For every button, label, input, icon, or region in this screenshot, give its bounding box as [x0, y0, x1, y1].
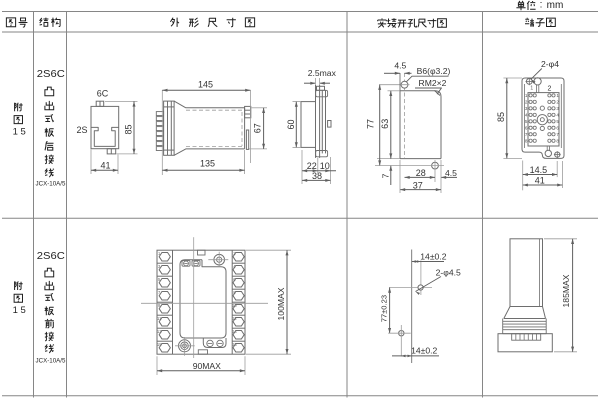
- svg-text:13: 13: [157, 329, 162, 334]
- svg-text:2: 2: [233, 251, 236, 256]
- svg-text:6: 6: [556, 125, 559, 130]
- svg-text:14±0.2: 14±0.2: [411, 346, 437, 356]
- svg-text:38: 38: [312, 171, 322, 181]
- svg-text:10: 10: [232, 303, 237, 308]
- svg-text:28: 28: [416, 168, 426, 178]
- svg-text:67: 67: [253, 123, 263, 133]
- svg-text:2S6C: 2S6C: [37, 68, 65, 80]
- svg-text:2S6C: 2S6C: [37, 250, 65, 262]
- svg-text:8: 8: [556, 138, 559, 143]
- svg-text:11: 11: [157, 316, 162, 321]
- svg-text:B6(φ3.2): B6(φ3.2): [417, 66, 451, 76]
- svg-text:1 5: 1 5: [13, 305, 26, 316]
- svg-text:145: 145: [198, 79, 213, 89]
- svg-text:4.5: 4.5: [445, 168, 457, 178]
- svg-text:7: 7: [525, 132, 528, 137]
- svg-text:2: 2: [548, 86, 552, 93]
- svg-text:6C: 6C: [97, 89, 109, 99]
- svg-text:8: 8: [525, 138, 528, 143]
- svg-text:41: 41: [535, 175, 545, 185]
- svg-text:14±0.2: 14±0.2: [420, 252, 446, 262]
- svg-text:22: 22: [307, 161, 317, 171]
- svg-text:85: 85: [496, 112, 506, 122]
- svg-text:2: 2: [525, 99, 528, 104]
- svg-text:3: 3: [525, 106, 528, 111]
- svg-text:6: 6: [233, 277, 236, 282]
- svg-text:37: 37: [413, 181, 423, 191]
- svg-text:90MAX: 90MAX: [193, 361, 221, 371]
- svg-text:15: 15: [157, 342, 162, 347]
- svg-text:2: 2: [556, 99, 559, 104]
- svg-text:5: 5: [556, 119, 559, 124]
- svg-text:185MAX: 185MAX: [561, 274, 571, 307]
- svg-text:JCX-10A/5: JCX-10A/5: [36, 357, 66, 364]
- svg-text:14: 14: [232, 329, 237, 334]
- svg-text:4: 4: [525, 112, 528, 117]
- svg-text:100MAX: 100MAX: [276, 287, 286, 320]
- svg-text:77: 77: [366, 119, 376, 129]
- svg-text:1: 1: [525, 93, 528, 98]
- svg-text:7: 7: [556, 132, 559, 137]
- svg-text:JCX-10A/5: JCX-10A/5: [36, 181, 66, 188]
- svg-text:14.5: 14.5: [530, 165, 548, 175]
- svg-text:85: 85: [123, 124, 133, 134]
- svg-text:1: 1: [158, 251, 161, 256]
- svg-text:5: 5: [525, 119, 528, 124]
- svg-text:5: 5: [158, 277, 161, 282]
- svg-text:4: 4: [233, 264, 236, 269]
- svg-text:3: 3: [556, 106, 559, 111]
- svg-text:2.5max: 2.5max: [308, 68, 337, 78]
- svg-text:mm: mm: [547, 0, 564, 11]
- svg-text:1: 1: [530, 86, 533, 92]
- svg-text:9: 9: [158, 303, 161, 308]
- svg-text:7: 7: [158, 290, 161, 295]
- svg-text:RM2×2: RM2×2: [419, 78, 447, 88]
- svg-text:16: 16: [232, 342, 237, 347]
- svg-text:2S: 2S: [76, 125, 87, 135]
- svg-text:135: 135: [200, 158, 215, 168]
- svg-text::: :: [540, 0, 543, 11]
- svg-text:77±0.23: 77±0.23: [380, 295, 389, 322]
- svg-text:1 5: 1 5: [13, 127, 26, 138]
- svg-text:12: 12: [232, 316, 237, 321]
- svg-text:60: 60: [286, 119, 296, 129]
- svg-text:8: 8: [233, 290, 236, 295]
- svg-text:6: 6: [525, 125, 528, 130]
- svg-text:2-φ4: 2-φ4: [541, 59, 559, 69]
- svg-text:2-φ4.5: 2-φ4.5: [436, 268, 461, 278]
- svg-text:1: 1: [556, 93, 559, 98]
- svg-text:4: 4: [556, 112, 559, 117]
- svg-text:41: 41: [100, 160, 110, 170]
- svg-text:7: 7: [380, 173, 390, 178]
- svg-text:4.5: 4.5: [394, 60, 406, 70]
- svg-text:3: 3: [158, 264, 161, 269]
- svg-text:63: 63: [380, 119, 390, 129]
- svg-text:10: 10: [320, 161, 330, 171]
